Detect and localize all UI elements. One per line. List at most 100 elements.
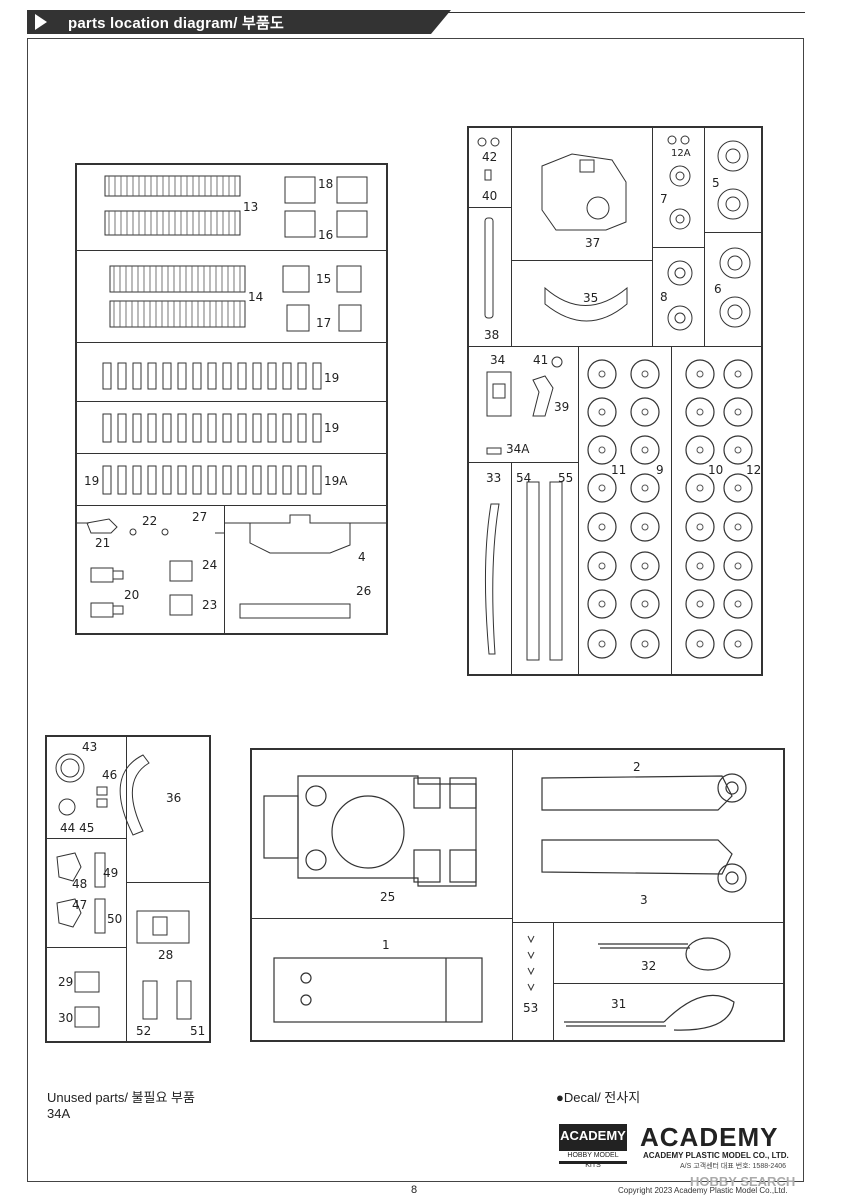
part-label: 18 <box>318 177 334 191</box>
sprue-c-divider <box>126 735 127 1043</box>
part-label: 46 <box>102 768 118 782</box>
academy-hobby-logo: ACADEMY HOBBY MODEL KITS <box>559 1124 627 1169</box>
part-label: 2 <box>633 760 641 774</box>
part-label: 5 <box>712 176 720 190</box>
sprue-b-divider <box>511 462 512 676</box>
part-label: 22 <box>142 514 158 528</box>
header-rule <box>440 12 805 13</box>
watermark: HOBBY SEARCH <box>690 1174 796 1189</box>
part-label: 14 <box>248 290 264 304</box>
part-label: 12 <box>746 463 762 477</box>
part-label: 23 <box>202 598 218 612</box>
sprue-b-divider <box>467 462 578 463</box>
part-label: 42 <box>482 150 498 164</box>
part-label: 40 <box>482 189 498 203</box>
sprue-b-divider <box>578 346 579 676</box>
part-label: 19 <box>324 371 340 385</box>
sprue-a-divider <box>75 505 388 506</box>
sprue-a <box>75 163 388 635</box>
part-label: 48 <box>72 877 88 891</box>
part-label: 7 <box>660 192 668 206</box>
unused-parts-list: 34A <box>47 1106 71 1121</box>
sprue-c <box>45 735 211 1043</box>
part-label: 26 <box>356 584 372 598</box>
part-label: 49 <box>103 866 119 880</box>
sprue-b-divider <box>652 126 653 346</box>
sprue-b-divider <box>652 247 704 248</box>
part-label: 19 <box>84 474 100 488</box>
part-label: 33 <box>486 471 502 485</box>
sprue-d-divider <box>512 922 785 923</box>
part-label: 54 <box>516 471 532 485</box>
part-label: 39 <box>554 400 570 414</box>
part-label: 19 <box>324 421 340 435</box>
part-label: 10 <box>708 463 724 477</box>
part-label: 34 <box>490 353 506 367</box>
sprue-b-divider <box>704 232 763 233</box>
sprue-a-divider <box>224 505 225 635</box>
sprue-d-divider <box>553 922 554 1042</box>
decal-label: ●Decal/ 전사지 <box>556 1090 641 1105</box>
part-label: 6 <box>714 282 722 296</box>
part-label: 28 <box>158 948 174 962</box>
page-frame <box>27 38 804 1182</box>
part-label: 34A <box>506 442 530 456</box>
brand-service-number: A/S 고객센터 대표 번호: 1588-2406 <box>680 1163 787 1170</box>
part-label: 19A <box>324 474 348 488</box>
sprue-c-parts <box>55 753 192 1028</box>
sprue-a-divider <box>75 250 388 251</box>
sprue-a-divider <box>75 342 388 343</box>
sprue-c-divider <box>45 947 126 948</box>
sprue-d-parts <box>263 773 747 1031</box>
part-label: 25 <box>380 890 396 904</box>
sprue-d-divider <box>553 983 785 984</box>
sprue-a-divider <box>75 401 388 402</box>
part-label: 44 45 <box>60 821 95 835</box>
part-label: 17 <box>316 316 332 330</box>
logo-title: ACADEMY <box>560 1128 626 1143</box>
sprue-d <box>250 748 785 1042</box>
part-label: 16 <box>318 228 334 242</box>
part-label: 21 <box>95 536 111 550</box>
brand-logo: ACADEMY <box>640 1122 779 1152</box>
part-label: 55 <box>558 471 574 485</box>
part-label: 38 <box>484 328 500 342</box>
sprue-a-parts <box>75 175 388 619</box>
part-label: 27 <box>192 510 208 524</box>
part-label: 20 <box>124 588 140 602</box>
part-label: 53 <box>523 1001 539 1015</box>
page-title: parts location diagram/ 부품도 <box>68 15 285 32</box>
unused-parts-label: Unused parts/ 불필요 부품 <box>47 1090 195 1105</box>
part-label: 12A <box>671 148 691 159</box>
part-label: 30 <box>58 1011 74 1025</box>
part-label: 51 <box>190 1024 206 1038</box>
part-label: 24 <box>202 558 218 572</box>
part-label: 43 <box>82 740 98 754</box>
sprue-d-divider <box>512 748 513 1042</box>
logo-subtitle: HOBBY MODEL KITS <box>559 1151 627 1169</box>
part-label: 36 <box>166 791 182 805</box>
copyright: Copyright 2023 Academy Plastic Model Co.… <box>618 1186 788 1195</box>
part-label: 32 <box>641 959 657 973</box>
sprue-a-divider <box>75 453 388 454</box>
sprue-c-divider <box>45 838 126 839</box>
part-label: 11 <box>611 463 627 477</box>
sprue-b-divider <box>511 260 652 261</box>
sprue-b-divider <box>704 126 705 346</box>
part-label: 50 <box>107 912 123 926</box>
sprue-b-divider <box>511 126 512 346</box>
part-label: 8 <box>660 290 668 304</box>
part-label: 47 <box>72 898 88 912</box>
part-label: 29 <box>58 975 74 989</box>
page-number: 8 <box>411 1184 418 1196</box>
part-label: 1 <box>382 938 390 952</box>
part-label: 13 <box>243 200 259 214</box>
sprue-d-divider <box>250 918 512 919</box>
sprue-b-divider <box>467 207 511 208</box>
part-label: 37 <box>585 236 601 250</box>
part-label: 4 <box>358 550 366 564</box>
sprue-c-divider <box>126 882 211 883</box>
part-label: 3 <box>640 893 648 907</box>
part-label: 52 <box>136 1024 152 1038</box>
brand-company: ACADEMY PLASTIC MODEL CO., LTD. <box>643 1151 789 1160</box>
